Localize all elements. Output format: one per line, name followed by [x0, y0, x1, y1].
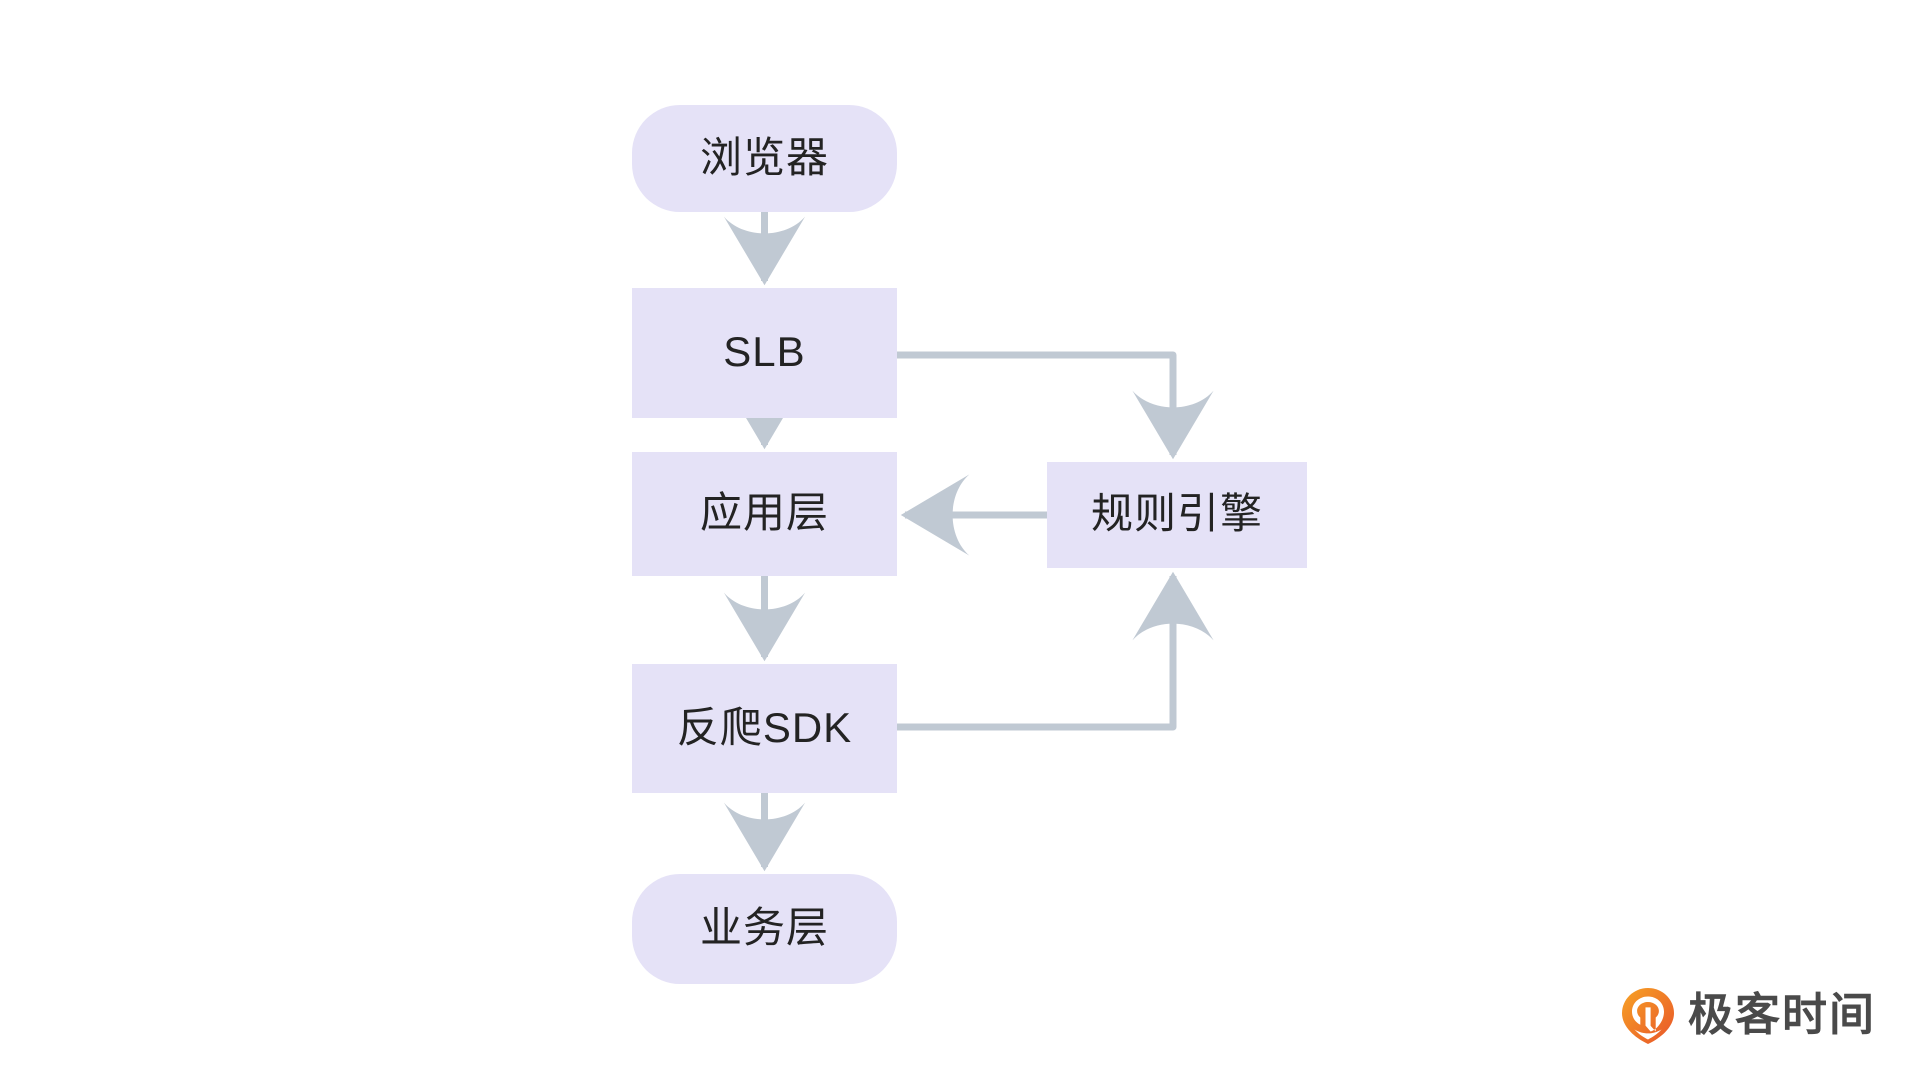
edge-sdk-to-rule — [897, 571, 1214, 731]
node-business-layer-label: 业务层 — [699, 904, 829, 951]
node-anticrawler-sdk-label: 反爬SDK — [676, 703, 853, 751]
node-browser[interactable]: 浏览器 — [632, 105, 897, 212]
geektime-logo-icon — [1621, 988, 1674, 1044]
node-business-layer[interactable]: 业务层 — [632, 874, 897, 984]
brand-watermark: 极客时间 — [1621, 987, 1876, 1045]
node-browser-label: 浏览器 — [699, 133, 829, 181]
node-application-layer-label: 应用层 — [699, 489, 829, 536]
node-rule-engine[interactable]: 规则引擎 — [1047, 462, 1307, 568]
node-slb[interactable]: SLB — [632, 288, 897, 418]
node-slb-label: SLB — [723, 328, 806, 375]
node-rule-engine-label: 规则引擎 — [1090, 490, 1263, 537]
node-application-layer[interactable]: 应用层 — [632, 452, 897, 576]
edge-slb-to-rule — [897, 351, 1214, 460]
node-anticrawler-sdk[interactable]: 反爬SDK — [632, 664, 897, 793]
brand-name: 极客时间 — [1687, 988, 1876, 1040]
